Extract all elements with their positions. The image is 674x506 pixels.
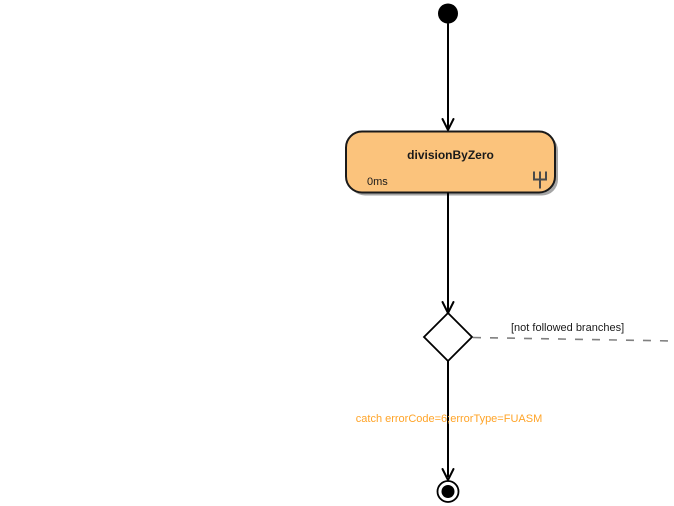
not-followed-branches-label: [not followed branches] — [511, 322, 625, 334]
catch-transition-label: catch errorCode=6;errorType=FUASM — [355, 413, 543, 425]
arrowhead-icon — [441, 468, 455, 481]
initial-node[interactable] — [438, 3, 458, 24]
activity-node[interactable] — [345, 130, 556, 194]
decision-node[interactable] — [422, 311, 474, 363]
rake-icon — [533, 171, 547, 189]
edge-not-followed-branches — [472, 336, 674, 342]
final-node-inner — [441, 485, 455, 498]
activity-duration-label: 0ms — [367, 176, 388, 188]
activity-title: divisionByZero — [407, 148, 494, 162]
arrowhead-icon — [441, 118, 455, 131]
